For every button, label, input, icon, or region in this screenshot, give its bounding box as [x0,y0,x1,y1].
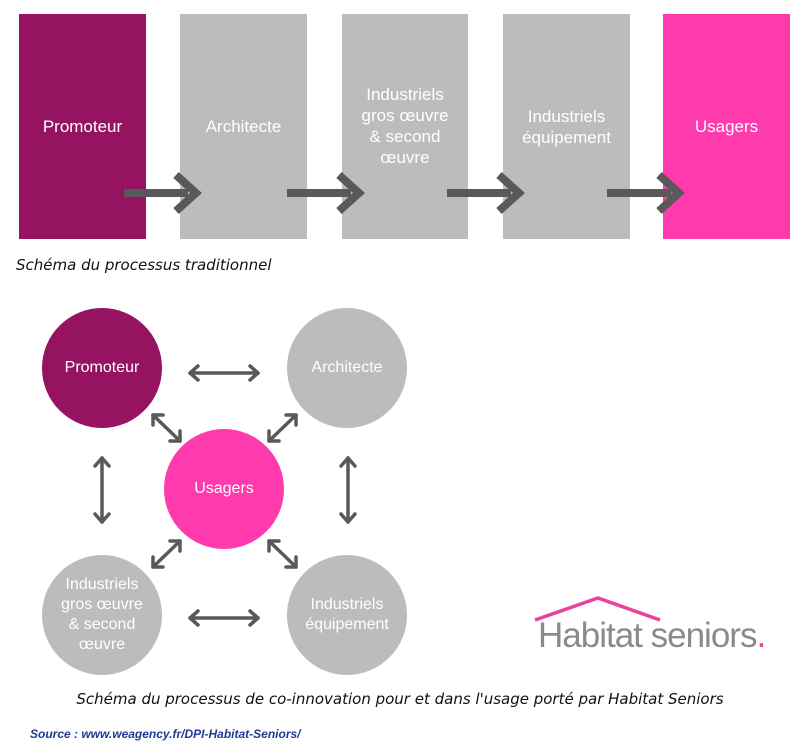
circle-industriels-equipement: Industriels équipement [287,555,407,675]
arrow-right-icon [447,172,525,214]
caption-coinnovation: Schéma du processus de co-innovation pou… [76,690,724,708]
circle-promoteur: Promoteur [42,308,162,428]
double-arrow-right-vertical-icon [339,456,357,524]
logo-wordmark: Habitat seniors [538,616,757,655]
source-link[interactable]: Source : www.weagency.fr/DPI-Habitat-Sen… [30,727,301,741]
arrow-right-icon [287,172,365,214]
box-industriels-equipement: Industriels équipement [503,14,630,239]
double-arrow-diagonal-icon [151,539,182,569]
box-promoteur: Promoteur [19,14,146,239]
double-arrow-diagonal-icon [267,413,298,443]
box-usagers: Usagers [663,14,790,239]
logo-roof-icon [534,596,661,622]
double-arrow-left-vertical-icon [93,456,111,524]
double-arrow-diagonal-icon [151,413,182,443]
double-arrow-promoteur-architecte-icon [188,364,260,382]
logo-dot: . [756,616,766,655]
double-arrow-industriels-icon [188,609,260,627]
circle-architecte: Architecte [287,308,407,428]
arrow-right-icon [124,172,202,214]
box-architecte: Architecte [180,14,307,239]
circle-usagers: Usagers [164,429,284,549]
caption-traditional: Schéma du processus traditionnel [16,256,272,274]
circle-industriels-gros-oeuvre: Industriels gros œuvre & second œuvre [42,555,162,675]
habitat-seniors-logo: Habitat seniors. [538,616,766,656]
arrow-right-icon [607,172,685,214]
box-industriels-gros-oeuvre: Industriels gros œuvre & second œuvre [342,14,468,239]
double-arrow-diagonal-icon [267,539,298,569]
